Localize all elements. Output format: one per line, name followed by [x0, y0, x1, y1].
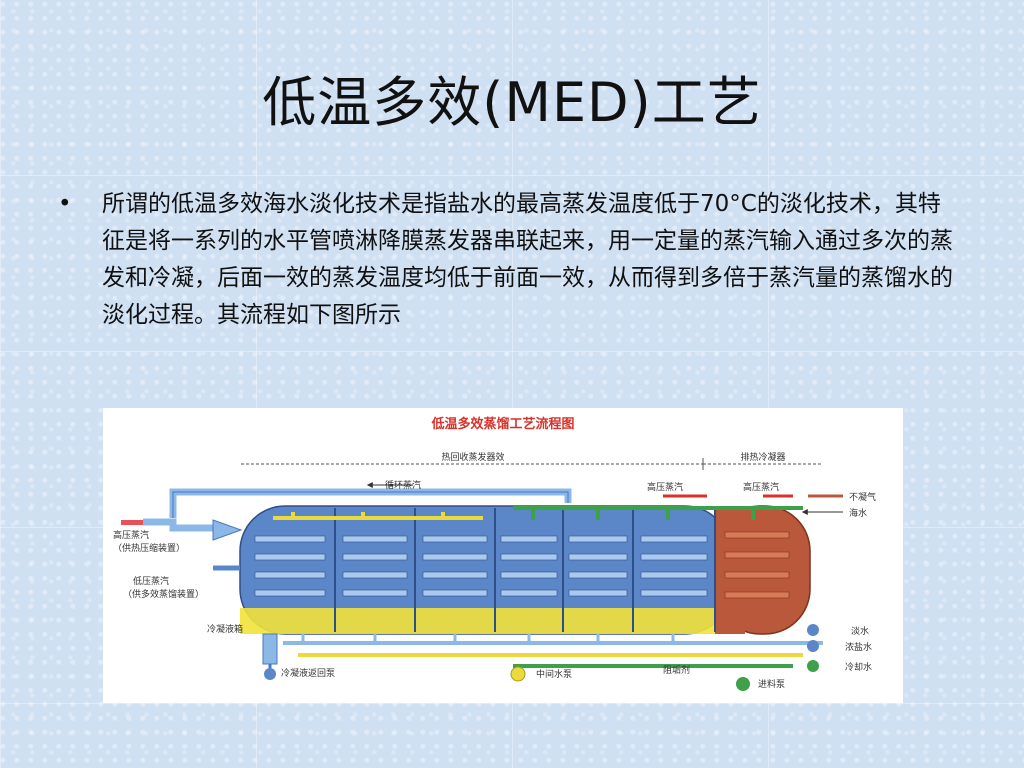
- brine-pump: [807, 640, 819, 652]
- brine-label: 浓盐水: [845, 641, 872, 653]
- med-process-diagram: 低温多效蒸馏工艺流程图 热回收蒸发器效 排热冷凝器 循环蒸汽: [103, 408, 903, 703]
- hp-steam-label-2: 高压蒸汽: [743, 481, 779, 493]
- intermediate-pump: [510, 666, 526, 682]
- section-condenser-label: 排热冷凝器: [740, 451, 785, 463]
- spray-headers-green: [513, 506, 803, 520]
- spray-headers-yellow: [273, 512, 483, 520]
- section-heat-recovery-label: 热回收蒸发器效: [441, 451, 504, 463]
- recycle-steam-pipe-outline: [172, 491, 569, 518]
- thermocompressor: [212, 519, 243, 541]
- fresh-water-label: 淡水: [851, 625, 869, 637]
- condensate-tank-label: 冷凝液箱: [207, 623, 243, 635]
- bullet-marker: •: [58, 191, 72, 217]
- feed-pump: [736, 677, 750, 691]
- effect-dividers: [334, 508, 716, 632]
- fresh-water-pump: [807, 624, 819, 636]
- tube-bundles: [254, 535, 708, 597]
- antiscalant-label: 阻垢剂: [663, 664, 690, 676]
- cooling-water-pump: [807, 660, 819, 672]
- intermediate-pump-label: 中间水泵: [536, 668, 572, 680]
- seawater-label: 海水: [849, 507, 867, 519]
- condensate-pump-label: 冷凝液返回泵: [281, 667, 335, 679]
- bullet-text: 所谓的低温多效海水淡化技术是指盐水的最高蒸发温度低于70°C的淡化技术，其特征是…: [102, 191, 953, 328]
- thermocompressor-pipe: [143, 518, 213, 532]
- hp-steam-left-note: （供热压缩装置）: [113, 542, 185, 554]
- condenser-tubes: [724, 531, 790, 599]
- brine-pool: [240, 608, 730, 634]
- hp-steam-left-inlet: [121, 520, 143, 525]
- condensate-tank: [262, 633, 278, 665]
- cooling-water-label: 冷却水: [845, 661, 872, 673]
- diagram-title: 低温多效蒸馏工艺流程图: [430, 416, 574, 432]
- lp-steam-note: （供多效蒸馏装置）: [123, 588, 204, 600]
- lp-steam-label: 低压蒸汽: [133, 575, 169, 587]
- diagram-svg: 低温多效蒸馏工艺流程图 热回收蒸发器效 排热冷凝器 循环蒸汽: [113, 416, 876, 691]
- feed-pump-label: 进料泵: [758, 678, 785, 690]
- noncondensable-label: 不凝气: [849, 491, 876, 503]
- slide-title: 低温多效(MED)工艺: [262, 71, 762, 134]
- hp-steam-label-1: 高压蒸汽: [647, 481, 683, 493]
- condensate-pump: [264, 668, 276, 680]
- hp-steam-left-label: 高压蒸汽: [113, 529, 149, 541]
- condenser-body: [715, 506, 745, 634]
- effect-drains: [301, 634, 675, 643]
- bullet-paragraph: • 所谓的低温多效海水淡化技术是指盐水的最高蒸发温度低于70°C的淡化技术，其特…: [58, 186, 958, 334]
